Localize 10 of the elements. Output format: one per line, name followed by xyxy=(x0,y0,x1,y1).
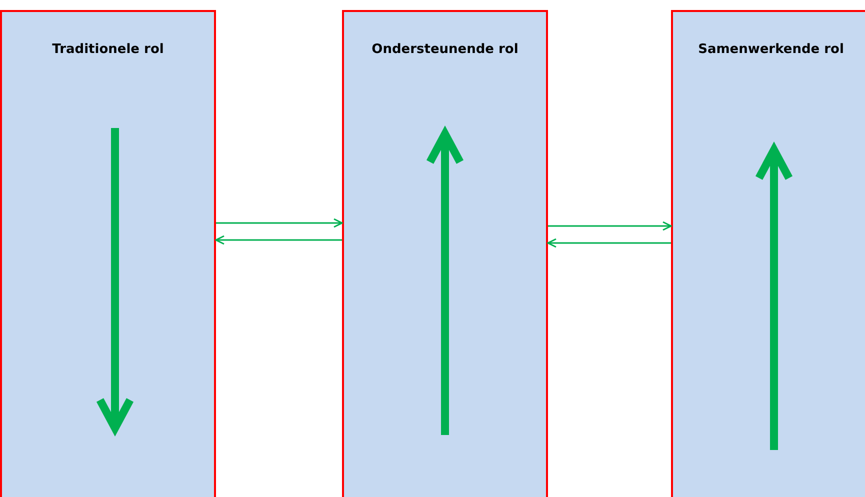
arrow xyxy=(215,235,342,245)
arrow xyxy=(547,238,671,248)
column-heading: Samenwerkende rol xyxy=(697,42,845,57)
column-panel xyxy=(671,10,865,497)
column-heading: Traditionele rol xyxy=(51,42,165,57)
column-panel xyxy=(342,10,548,497)
arrow xyxy=(548,221,672,231)
arrow xyxy=(216,218,343,228)
column-heading: Ondersteunende rol xyxy=(370,42,520,57)
column-panel xyxy=(0,10,216,497)
